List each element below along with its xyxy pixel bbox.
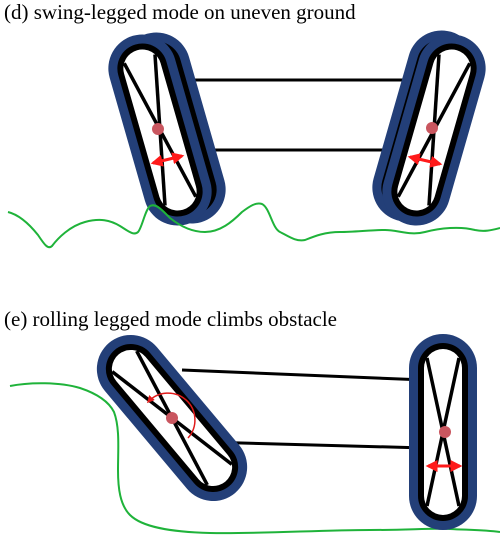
double-arrow-icon bbox=[407, 153, 443, 168]
pivot-dot-icon bbox=[426, 122, 438, 134]
body-link-top bbox=[181, 368, 426, 382]
curved-arrow-icon bbox=[146, 392, 196, 439]
pivot-dot-icon bbox=[439, 426, 451, 438]
panel-d-caption: (d) swing-legged mode on uneven ground bbox=[4, 0, 356, 24]
panel-d-robot bbox=[98, 20, 496, 236]
pivot-dot-icon bbox=[166, 412, 178, 424]
pivot-dot-icon bbox=[152, 123, 164, 135]
uneven-ground-line bbox=[7, 202, 500, 249]
panel-e-caption: (e) rolling legged mode climbs obstacle bbox=[4, 307, 337, 331]
double-arrow-icon bbox=[150, 152, 185, 167]
obstacle-ground-line bbox=[9, 382, 500, 535]
panel-e-robot bbox=[81, 319, 479, 532]
body-link-bottom bbox=[204, 440, 426, 450]
